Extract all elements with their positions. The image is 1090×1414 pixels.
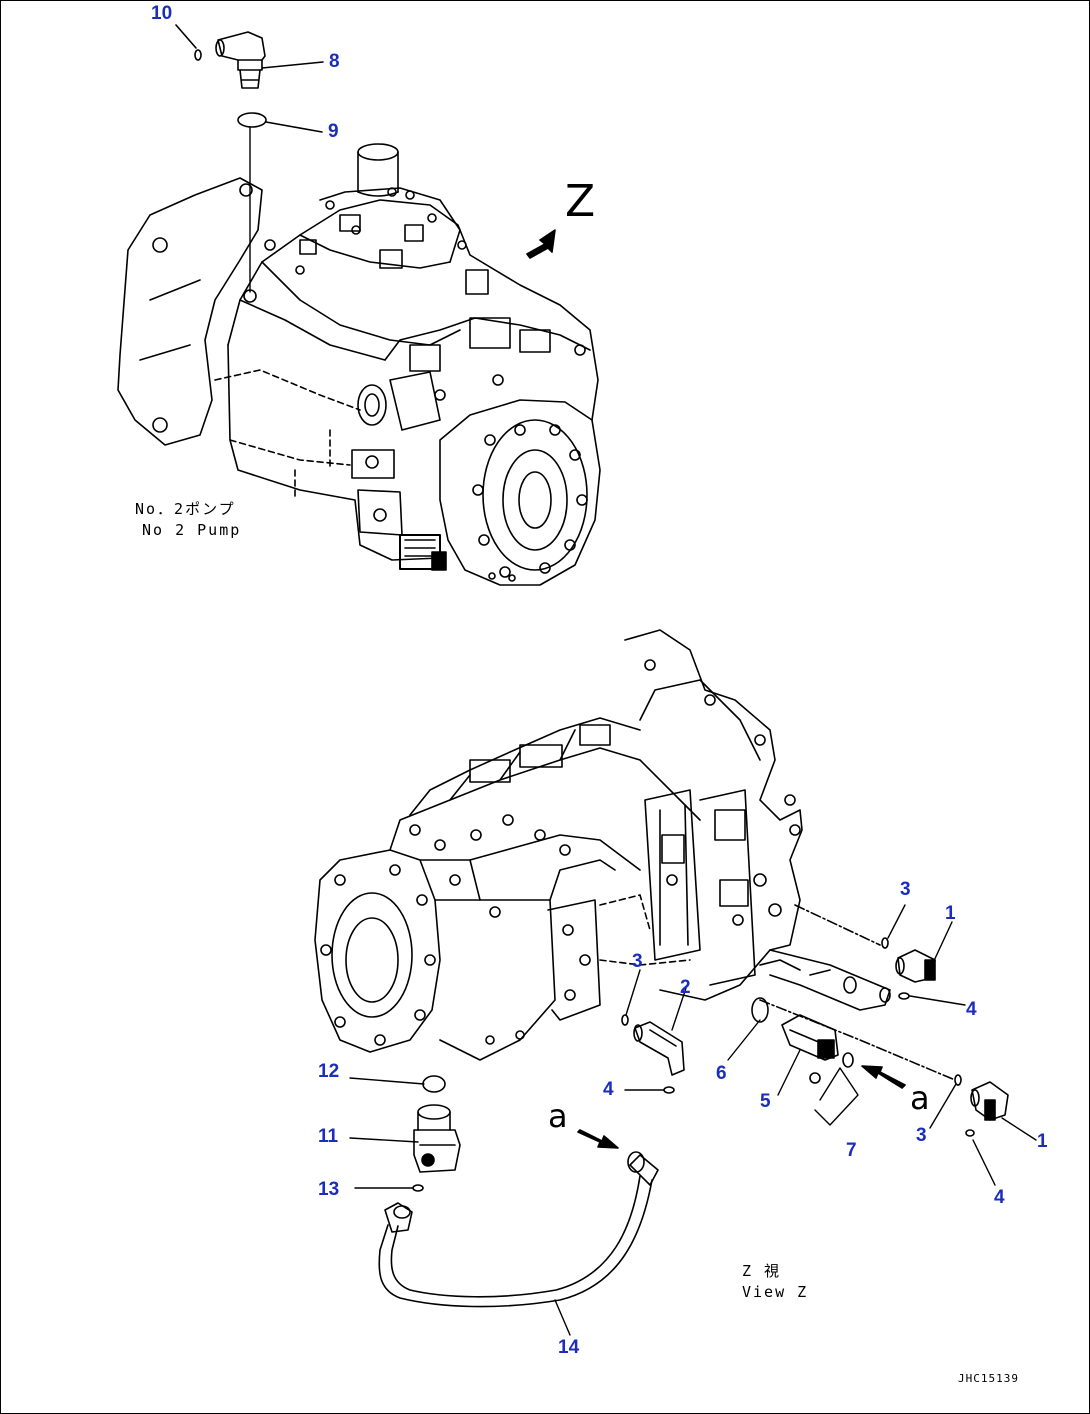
callout-2: 2 (680, 977, 691, 998)
part-3-oring-upper (881, 937, 889, 949)
view-z-pump-assembly (314, 629, 891, 1061)
connection-letter-a-right: a (910, 1079, 930, 1117)
part-14-hose (378, 1151, 659, 1308)
part-9-oring (237, 112, 267, 128)
callout-1-lower: 1 (1037, 1131, 1048, 1152)
callout-3-mid: 3 (632, 951, 643, 972)
view-caption-en: View Z (742, 1283, 809, 1301)
leader-10 (175, 24, 197, 49)
part-7-oring-b (809, 1072, 821, 1084)
callout-11: 11 (318, 1126, 339, 1147)
part-3-oring-lower (954, 1074, 962, 1086)
part-2-elbow (633, 1021, 685, 1076)
no2-pump-assembly (117, 143, 601, 586)
callout-7: 7 (846, 1140, 857, 1161)
leader-8 (261, 61, 324, 69)
callout-4-upper: 4 (966, 999, 977, 1020)
connection-arrow-right (861, 1065, 906, 1089)
callout-14: 14 (558, 1337, 580, 1358)
callout-leaders-bottom (349, 904, 1037, 1336)
callout-4-mid: 4 (603, 1079, 614, 1100)
part-13-oring (412, 1184, 424, 1192)
callout-12: 12 (318, 1061, 340, 1082)
callout-10: 10 (151, 3, 173, 24)
centerline-lower (759, 999, 956, 1081)
view-z-arrow (526, 229, 556, 259)
callout-5: 5 (760, 1091, 771, 1112)
part-7-oring-a (842, 1052, 854, 1068)
part-6-oring (751, 997, 769, 1023)
callout-8: 8 (329, 51, 340, 72)
pump-caption-jp: No．2ポンプ (135, 500, 236, 518)
part-1-elbow-upper (895, 949, 936, 983)
part-4-oring-upper (898, 992, 910, 1000)
callout-4-lower: 4 (994, 1187, 1005, 1208)
part-5-pressure-switch (781, 1014, 839, 1061)
part-4-oring-mid (663, 1086, 675, 1094)
callout-9: 9 (328, 121, 339, 142)
leader-9 (265, 121, 323, 133)
view-caption-jp: Z 視 (742, 1262, 782, 1280)
view-z-letter: Z (565, 176, 596, 227)
pump-caption-en: No 2 Pump (142, 521, 242, 539)
callout-3-upper: 3 (900, 879, 911, 900)
part-11-adapter (413, 1104, 461, 1173)
callout-6: 6 (716, 1063, 727, 1084)
part-8-elbow-top (215, 31, 266, 89)
callout-1-upper: 1 (945, 903, 956, 924)
connection-letter-a-left: a (548, 1097, 568, 1135)
part-12-cap (422, 1075, 446, 1093)
part-3-oring-mid (621, 1014, 629, 1026)
connection-arrow-left (577, 1129, 619, 1149)
centerline-upper (794, 904, 881, 946)
callout-13: 13 (318, 1179, 340, 1200)
part-10-oring (194, 49, 202, 61)
callout-3-lower: 3 (916, 1125, 927, 1146)
part-4-oring-lower (965, 1129, 975, 1137)
part-1-elbow-lower (970, 1081, 1009, 1121)
doc-code: JHC15139 (958, 1372, 1019, 1385)
